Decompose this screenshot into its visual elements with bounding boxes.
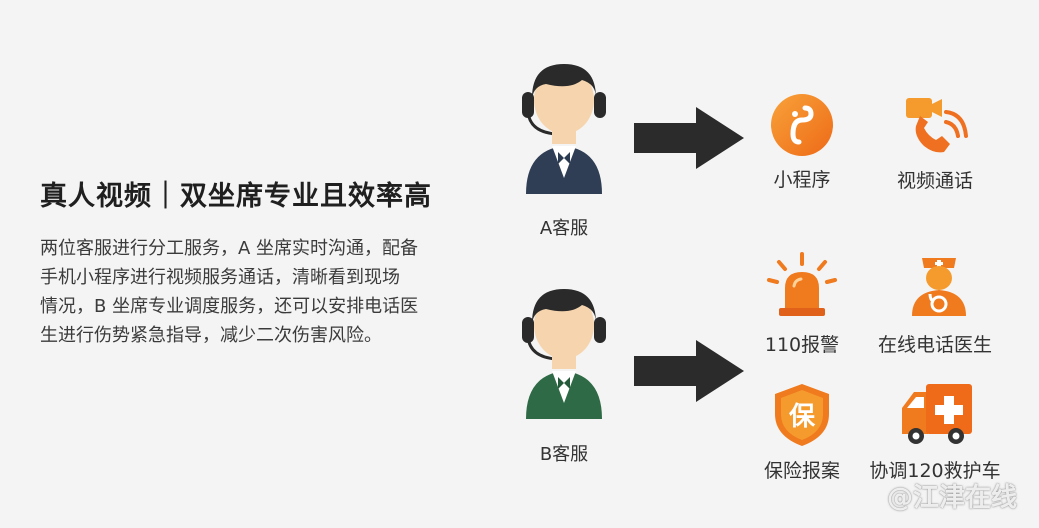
- agent-b-label: B客服: [539, 444, 589, 465]
- description-line: 手机小程序进行视频服务通话，清晰看到现场: [40, 267, 400, 288]
- service-label-video-call: 视频通话: [896, 170, 973, 192]
- insurance-shield-icon: 保: [775, 384, 829, 446]
- service-label-mini-program: 小程序: [773, 169, 831, 191]
- description-line: 两位客服进行分工服务，A 坐席实时沟通，配备: [40, 238, 419, 259]
- service-label-online-doctor: 在线电话医生: [877, 334, 992, 356]
- alarm-light-icon: [767, 252, 837, 316]
- description-line: 生进行伤势紧急指导，减少二次伤害风险。: [40, 325, 382, 346]
- doctor-icon: [912, 258, 966, 316]
- ambulance-icon: [902, 384, 972, 444]
- mini-program-icon: [771, 94, 833, 156]
- agent-a-label: A客服: [539, 218, 589, 239]
- video-call-icon: [906, 98, 968, 153]
- service-label-insurance: 保险报案: [763, 460, 840, 482]
- svg-text:保: 保: [788, 402, 816, 432]
- arrow-right-icon: [634, 340, 744, 402]
- service-label-ambulance: 协调120救护车: [869, 460, 1001, 482]
- arrow-right-icon: [634, 107, 744, 169]
- agent-a-avatar-icon: [522, 64, 606, 194]
- service-label-police-110: 110报警: [764, 334, 840, 356]
- watermark: @江津在线: [886, 483, 1017, 513]
- page-title: 真人视频｜双坐席专业且效率高: [40, 181, 432, 212]
- description: 两位客服进行分工服务，A 坐席实时沟通，配备 手机小程序进行视频服务通话，清晰看…: [40, 234, 470, 350]
- agent-b-avatar-icon: [522, 289, 606, 419]
- description-line: 情况，B 坐席专业调度服务，还可以安排电话医: [40, 296, 419, 317]
